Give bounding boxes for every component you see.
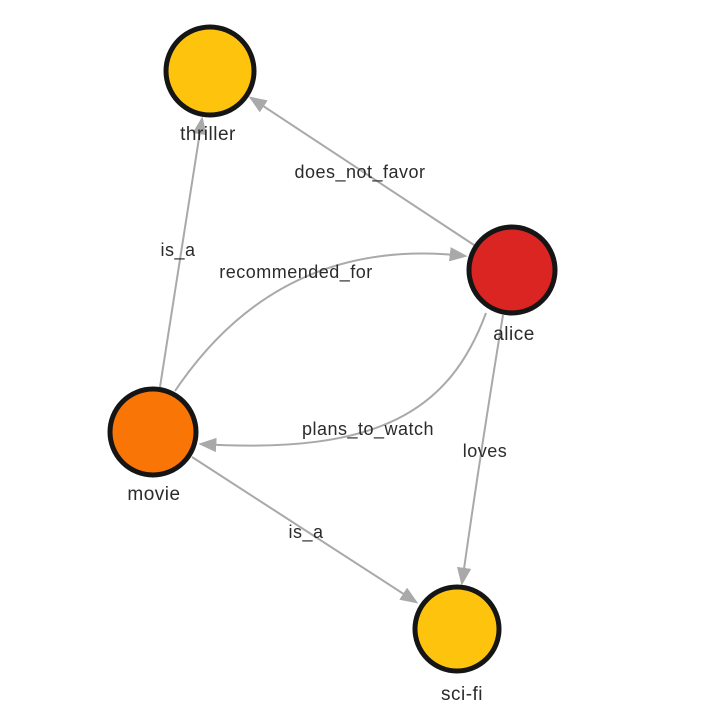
edge-movie-is_a-thriller <box>159 116 207 388</box>
node-thriller[interactable] <box>163 24 257 118</box>
edge-alice-plans_to_watch-movie <box>198 312 487 453</box>
edge-movie-is_a-sci-fi <box>191 456 419 604</box>
edge-label-plans_to_watch: plans_to_watch <box>302 419 434 440</box>
edge-label-does_not_favor: does_not_favor <box>294 162 425 183</box>
node-label-alice: alice <box>493 324 535 345</box>
node-sci-fi[interactable] <box>412 584 502 674</box>
node-label-thriller: thriller <box>180 124 236 145</box>
node-movie[interactable] <box>107 386 199 478</box>
node-label-sci-fi: sci-fi <box>441 684 483 705</box>
edge-label-is_a: is_a <box>288 522 324 543</box>
node-label-movie: movie <box>127 484 180 505</box>
edge-alice-does_not_favor-thriller <box>248 96 475 246</box>
edge-movie-recommended_for-alice <box>174 247 468 392</box>
edge-label-recommended_for: recommended_for <box>219 262 373 283</box>
edge-label-is_a: is_a <box>160 240 196 261</box>
edge-alice-loves-sci-fi <box>457 314 504 586</box>
node-alice[interactable] <box>466 224 558 316</box>
edge-label-loves: loves <box>463 441 508 461</box>
